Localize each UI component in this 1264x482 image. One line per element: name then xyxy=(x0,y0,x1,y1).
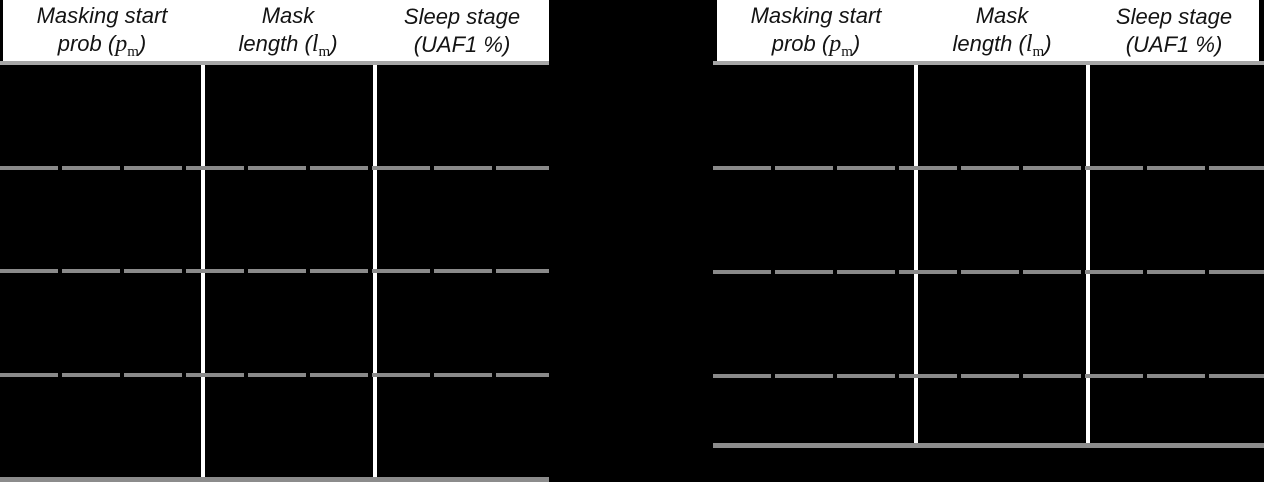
table-cell xyxy=(914,374,1086,443)
table-cell xyxy=(373,373,549,477)
header-rule xyxy=(713,61,1264,65)
table-cell xyxy=(1086,374,1264,443)
header-cell-sleep-stage: Sleep stage (UAF1 %) xyxy=(1089,0,1259,61)
header-line2: length (lm) xyxy=(952,30,1052,60)
header-line1: Mask xyxy=(975,2,1029,28)
header-line1: Mask xyxy=(261,2,315,28)
column-divider xyxy=(1086,65,1090,443)
table-cell xyxy=(1086,270,1264,374)
math-subscript: m xyxy=(318,43,331,60)
column-divider xyxy=(914,65,918,443)
header-line1: Masking start xyxy=(36,2,168,28)
header-line2: (UAF1 %) xyxy=(413,32,511,57)
header-line2: length (lm) xyxy=(238,30,338,60)
row-divider-dashed xyxy=(0,166,549,170)
header-line1: Sleep stage xyxy=(1115,4,1233,29)
header-cell-masking-start-prob: Masking start prob (pm) xyxy=(3,0,201,61)
header-cell-mask-length: Mask length (lm) xyxy=(201,0,375,61)
row-divider-dashed xyxy=(713,374,1264,378)
math-subscript: m xyxy=(1032,43,1045,60)
header-rule xyxy=(0,61,549,65)
header-cell-masking-start-prob: Masking start prob (pm) xyxy=(717,0,915,61)
header-line2: (UAF1 %) xyxy=(1125,32,1223,57)
header-line1: Sleep stage xyxy=(403,4,521,29)
table-cell xyxy=(914,65,1086,166)
table-cell xyxy=(373,166,549,269)
header-cell-sleep-stage: Sleep stage (UAF1 %) xyxy=(375,0,549,61)
math-var-lm: l xyxy=(1025,30,1033,57)
header-line2: prob (pm) xyxy=(57,30,147,60)
header-cell-mask-length: Mask length (lm) xyxy=(915,0,1089,61)
table-cell xyxy=(201,65,373,166)
table-bottom-rule xyxy=(0,477,549,482)
table-bottom-rule xyxy=(713,443,1264,448)
math-subscript: m xyxy=(841,43,853,60)
table-cell xyxy=(0,65,201,166)
table-cell xyxy=(201,166,373,269)
table-cell xyxy=(201,269,373,373)
table-cell xyxy=(914,270,1086,374)
table-cell xyxy=(373,65,549,166)
table-cell xyxy=(201,373,373,477)
header-line1: Masking start xyxy=(750,2,882,28)
math-var-pm: p xyxy=(829,30,842,57)
left-table-header: Masking start prob (pm) Mask length (lm)… xyxy=(3,0,549,61)
table-cell xyxy=(713,374,914,443)
table-cell xyxy=(0,166,201,269)
row-divider-dashed xyxy=(0,373,549,377)
table-cell xyxy=(713,270,914,374)
table-cell xyxy=(1086,65,1264,166)
right-table-body xyxy=(713,65,1264,443)
table-cell xyxy=(0,373,201,477)
row-divider-dashed xyxy=(713,166,1264,170)
row-divider-dashed xyxy=(713,270,1264,274)
table-cell xyxy=(373,269,549,373)
math-var-lm: l xyxy=(311,30,319,57)
table-cell xyxy=(1086,166,1264,270)
math-var-pm: p xyxy=(115,30,128,57)
table-cell xyxy=(713,65,914,166)
math-subscript: m xyxy=(127,43,139,60)
left-table: Masking start prob (pm) Mask length (lm)… xyxy=(0,0,549,482)
header-line2: prob (pm) xyxy=(771,30,861,60)
right-table: Masking start prob (pm) Mask length (lm)… xyxy=(713,0,1264,482)
table-cell xyxy=(0,269,201,373)
row-divider-dashed xyxy=(0,269,549,273)
table-cell xyxy=(914,166,1086,270)
table-cell xyxy=(713,166,914,270)
right-table-header: Masking start prob (pm) Mask length (lm)… xyxy=(717,0,1259,61)
